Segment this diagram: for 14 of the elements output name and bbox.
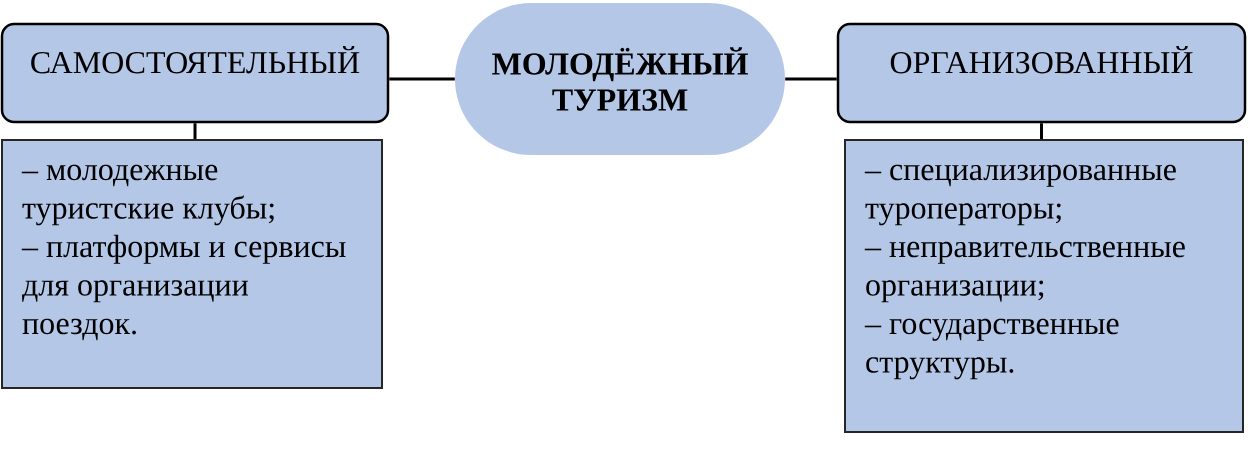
list-item: – государственные структуры. — [864, 318, 1119, 380]
connector-line — [785, 77, 837, 81]
connector-line — [389, 77, 455, 81]
list-item: – неправительственные организации; — [864, 241, 1185, 303]
category-box: ОРГАНИЗОВАННЫЙ — [836, 22, 1247, 124]
connector-line — [1040, 123, 1043, 139]
list-item: – платформы и сервисы для организации поездок. — [21, 234, 346, 341]
connector-line — [193, 123, 197, 139]
list-box — [1, 139, 383, 389]
category-box: САМОСТОЯТЕЛЬНЫЙ — [0, 22, 390, 124]
list-box — [844, 139, 1244, 433]
list-item: – специализированные туроператоры; — [864, 164, 1176, 226]
list-item: – молодежные туристские клубы; — [21, 164, 274, 226]
central-pill: МОЛОДЁЖНЫЙ ТУРИЗМ — [455, 3, 785, 155]
